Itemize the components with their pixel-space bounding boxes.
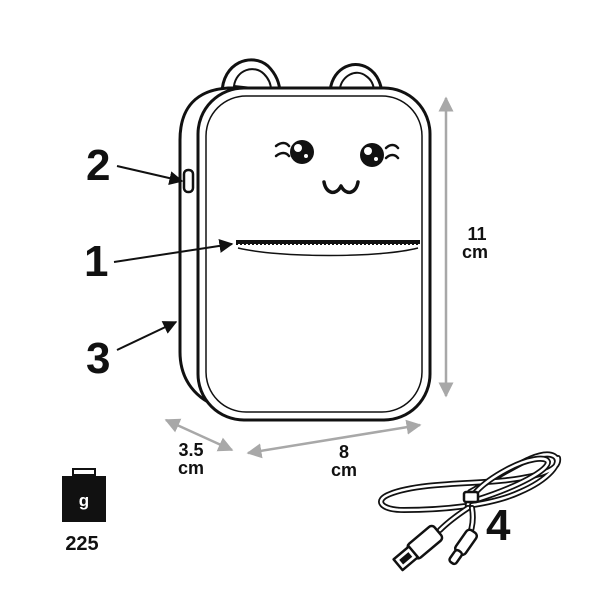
cat-eye-right xyxy=(360,143,400,167)
height-dimension: 11 cm xyxy=(438,96,488,398)
weight-icon: g xyxy=(62,468,106,522)
cat-eye-left xyxy=(274,140,314,164)
height-value: 11 xyxy=(467,224,486,244)
power-button xyxy=(182,168,195,194)
width-unit: cm xyxy=(331,460,357,480)
cat-printer-illustration xyxy=(178,58,432,422)
callout-2-label: 2 xyxy=(86,141,110,190)
height-unit: cm xyxy=(462,242,488,262)
callout-3-label: 3 xyxy=(86,334,110,383)
width-value: 8 xyxy=(339,442,349,462)
callout-3: 3 xyxy=(86,321,178,383)
callout-1-label: 1 xyxy=(84,237,108,286)
callout-1: 1 xyxy=(84,237,234,286)
usb-cable-icon xyxy=(378,451,562,572)
depth-unit: cm xyxy=(178,458,204,478)
paper-slot xyxy=(236,240,420,257)
printer-front-face xyxy=(196,86,432,422)
cat-mouth xyxy=(322,180,360,195)
callout-4: 4 xyxy=(486,501,511,550)
weight-value: 225 xyxy=(65,533,98,555)
depth-value: 3.5 xyxy=(178,440,203,460)
width-dimension: 8 cm xyxy=(246,419,422,480)
callout-2: 2 xyxy=(86,141,184,190)
depth-dimension: 3.5 cm xyxy=(164,418,234,478)
callout-4-label: 4 xyxy=(486,501,511,550)
weight-icon-letter: g xyxy=(79,491,89,510)
